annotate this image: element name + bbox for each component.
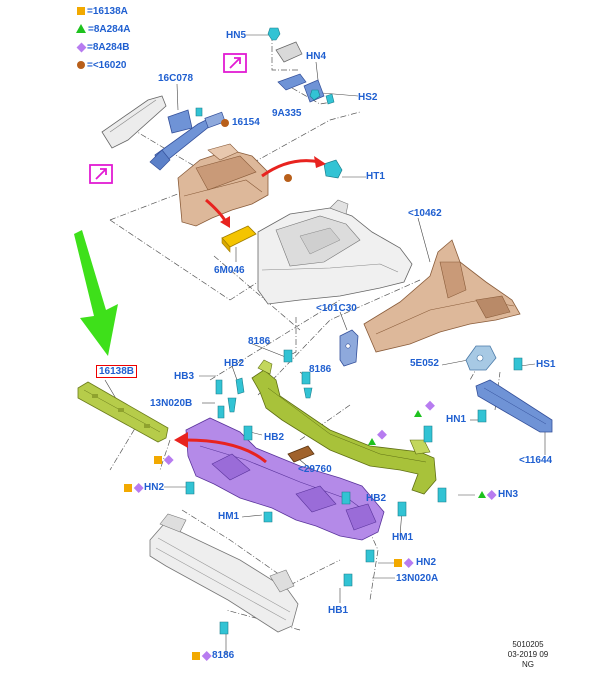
label-5e052: 5E052 <box>410 358 439 369</box>
block-29760 <box>287 445 315 463</box>
label-16c078: 16C078 <box>158 73 194 84</box>
label-hb1: HB1 <box>328 605 349 616</box>
label-hn2-left: HN2 <box>144 482 165 493</box>
circle-marker-icon <box>77 61 85 70</box>
view-callout-icon <box>89 53 247 184</box>
bracket-101c30 <box>339 329 359 367</box>
strut-16154 <box>149 111 226 171</box>
bumper-reinforcement <box>149 513 299 633</box>
label-8186-upper: 8186 <box>248 336 271 347</box>
label-11644: <11644 <box>519 455 553 466</box>
reference-code: NG <box>522 660 534 669</box>
label-hn3: HN3 <box>498 489 519 500</box>
triangle-marker-icon <box>76 24 86 34</box>
legend-item-8a284b: =8A284B <box>76 42 130 54</box>
crossmember-16138b <box>77 381 169 443</box>
clip-ht1 <box>323 159 343 179</box>
main-crossmember-green <box>251 359 437 495</box>
label-13n020a: 13N020A <box>396 573 439 584</box>
square-marker-icon <box>77 7 85 16</box>
label-13n020b: 13N020B <box>150 398 193 409</box>
label-16138b: 16138B <box>96 365 138 378</box>
marker-symbols <box>124 119 497 661</box>
red-arrow-heads <box>174 156 326 448</box>
radiator-support-purple <box>185 417 385 541</box>
label-101c30: <101C30 <box>316 303 357 314</box>
label-hb3: HB3 <box>174 371 195 382</box>
brace-11644 <box>475 379 553 433</box>
apron-assembly-grey <box>257 199 413 305</box>
fastener-icon <box>185 27 523 635</box>
reference-number: 5010205 <box>512 640 544 649</box>
label-hn2-right: HN2 <box>416 557 437 568</box>
label-hn4: HN4 <box>306 51 327 62</box>
legend-item-16138a: =16138A <box>76 6 128 18</box>
frame-rail-10462 <box>363 239 521 353</box>
label-6m046: 6M046 <box>214 265 245 276</box>
label-hb2-middle: HB2 <box>264 432 285 443</box>
block-6m046 <box>221 225 257 253</box>
label-8186-right: 8186 <box>309 364 332 375</box>
label-8186-lower: 8186 <box>212 650 235 661</box>
drawing-reference: 5010205 03-2019 09 NG <box>498 640 558 670</box>
label-10462: <10462 <box>408 208 442 219</box>
label-hs1: HS1 <box>536 359 556 370</box>
diamond-marker-icon <box>76 42 87 53</box>
label-16154: 16154 <box>232 117 260 128</box>
label-hb2-upper: HB2 <box>224 358 245 369</box>
label-ht1: HT1 <box>366 171 385 182</box>
label-hn5: HN5 <box>226 30 247 41</box>
bracket-5e052 <box>465 345 497 371</box>
reference-date: 03-2019 09 <box>507 650 549 659</box>
label-hs2: HS2 <box>358 92 378 103</box>
label-hm1-right: HM1 <box>392 532 414 543</box>
label-29760: <29760 <box>298 464 332 475</box>
green-arrow-icon <box>74 230 118 356</box>
label-hb2-lower: HB2 <box>366 493 387 504</box>
label-hm1-left: HM1 <box>218 511 240 522</box>
label-hn1-right: HN1 <box>446 414 467 425</box>
apron-upper <box>177 143 269 227</box>
label-9a335: 9A335 <box>272 108 302 119</box>
legend-item-16020: =<16020 <box>76 60 127 72</box>
legend-item-8a284a: =8A284A <box>76 24 131 36</box>
